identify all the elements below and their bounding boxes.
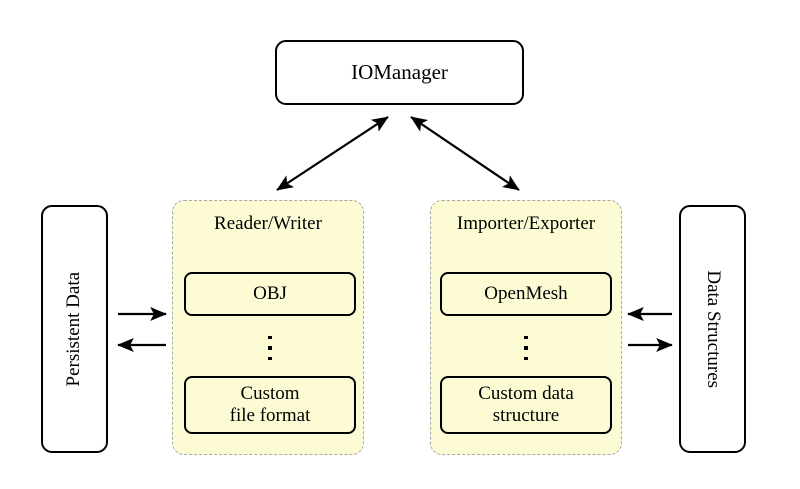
persistent-data-label: Persistent Data	[63, 271, 85, 387]
openmesh-label: OpenMesh	[484, 282, 568, 304]
obj-label: OBJ	[253, 282, 287, 304]
reader-writer-ellipsis-icon	[265, 336, 275, 360]
openmesh-node[interactable]: OpenMesh	[440, 272, 612, 316]
persistent-data-node[interactable]: Persistent Data	[41, 205, 108, 453]
importer-exporter-title: Importer/Exporter	[456, 213, 596, 234]
io-manager-label: IOManager	[351, 60, 448, 85]
arrow-manager-importer-exporter	[410, 116, 520, 191]
data-structures-label: Data Structures	[702, 270, 724, 388]
io-manager-node[interactable]: IOManager	[275, 40, 524, 105]
arrow-manager-reader-writer	[276, 116, 389, 191]
data-structures-node[interactable]: Data Structures	[679, 205, 746, 453]
reader-writer-title: Reader/Writer	[214, 213, 322, 234]
obj-node[interactable]: OBJ	[184, 272, 356, 316]
importer-exporter-ellipsis-icon	[521, 336, 531, 360]
